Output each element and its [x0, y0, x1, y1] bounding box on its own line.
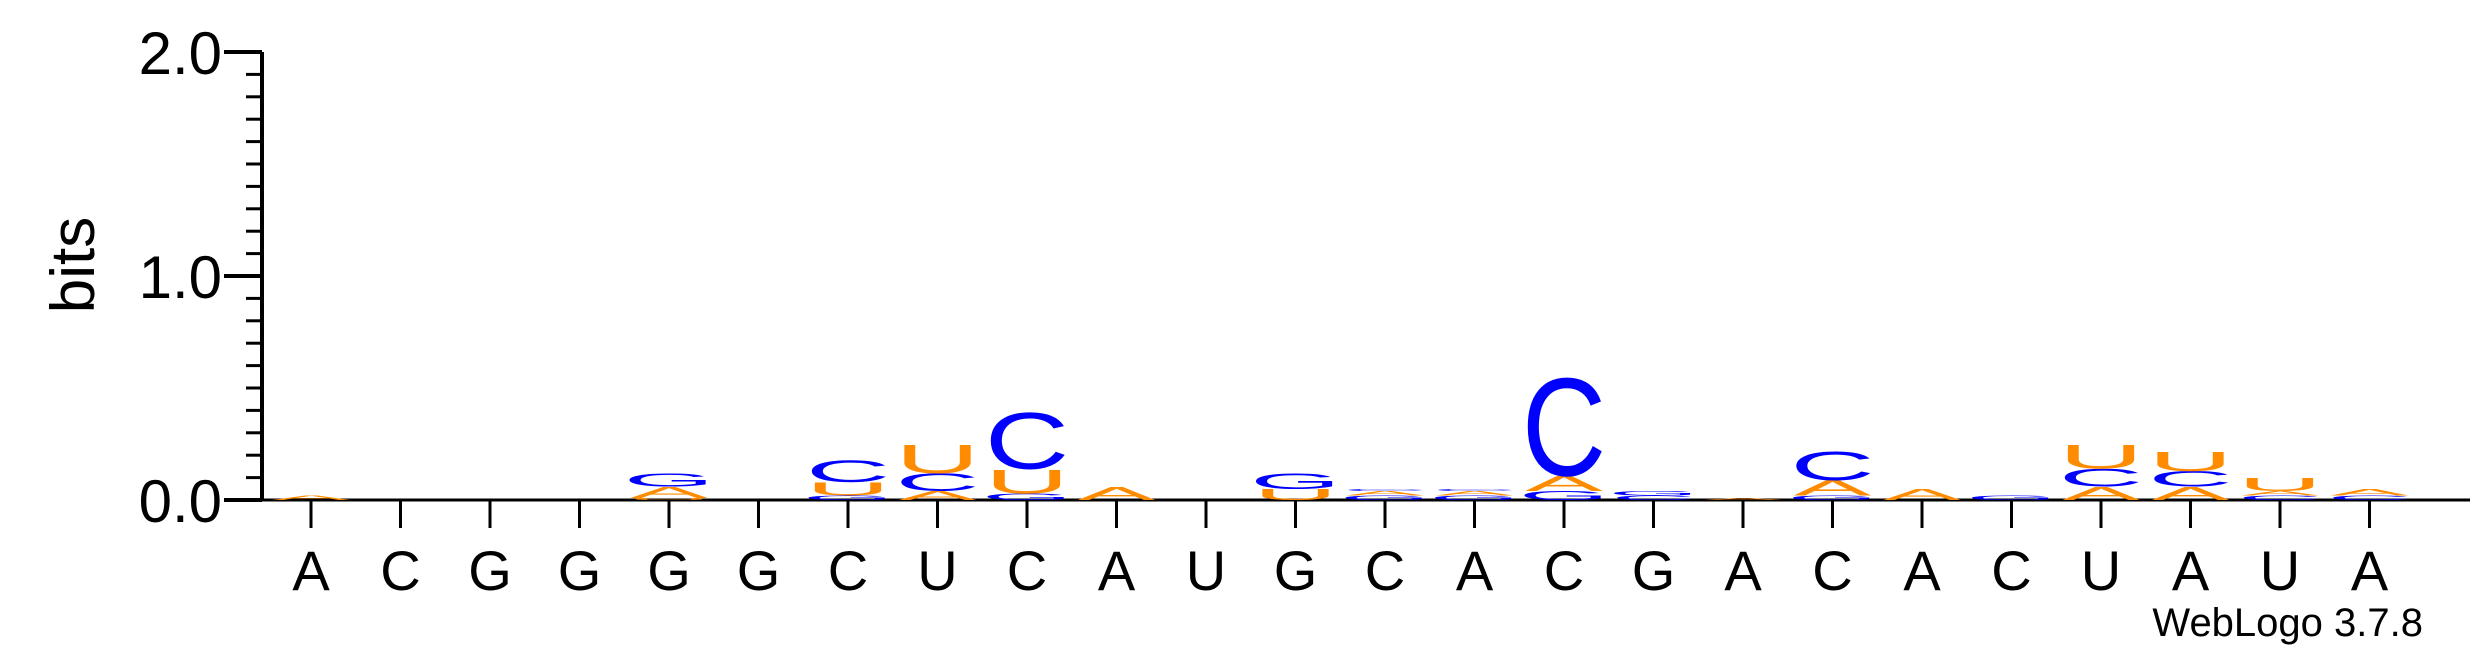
- x-tick-label: A: [2351, 539, 2389, 602]
- y-axis: 0.0 1.0 2.0: [139, 20, 264, 535]
- logo-stack: GAC: [1519, 349, 1610, 505]
- weblogo-version-label: WebLogo 3.7.8: [2152, 601, 2423, 645]
- x-tick-label: C: [380, 539, 420, 602]
- x-tick-label: A: [1903, 539, 1941, 602]
- logo-letter-c: C: [2238, 494, 2322, 501]
- logo-letter-a: A: [2152, 483, 2230, 504]
- logo-letter-a: A: [1525, 471, 1603, 495]
- logo-letter-a: A: [272, 494, 350, 501]
- y-tick-label: 2.0: [139, 20, 222, 87]
- logo-letter-u: U: [1253, 486, 1337, 503]
- x-tick-label: A: [2172, 539, 2210, 602]
- logo-stack: G: [1966, 494, 2057, 501]
- logo-letter-c: C: [1611, 494, 1695, 501]
- logo-letter-a: A: [1346, 490, 1424, 497]
- logo-letter-a: A: [2331, 487, 2410, 497]
- x-tick-label: G: [558, 539, 602, 602]
- x-tick-label: C: [1544, 539, 1584, 602]
- logo-letter-u: U: [2059, 438, 2143, 476]
- x-tick-label: C: [1991, 539, 2031, 602]
- logo-letter-g: G: [624, 470, 715, 491]
- logo-letter-g: G: [1429, 494, 1520, 501]
- logo-letter-a: A: [1794, 476, 1872, 500]
- x-tick-label: A: [292, 539, 330, 602]
- x-tick-label: C: [1365, 539, 1405, 602]
- logo-letter-g: G: [1519, 489, 1610, 503]
- logo-letter-a: A: [630, 484, 709, 501]
- logo-stack: CA: [2327, 487, 2411, 501]
- logo-letter-g: G: [982, 492, 1073, 502]
- logo-letter-a: A: [1078, 483, 1156, 504]
- x-tick-label: U: [2081, 539, 2121, 602]
- x-tick-label: A: [1456, 539, 1494, 602]
- logo-stack: UG: [1250, 469, 1341, 503]
- x-tick-label: G: [468, 539, 512, 602]
- x-tick-label: U: [1186, 539, 1226, 602]
- logo-letter-g: G: [1787, 494, 1878, 501]
- x-tick-label: G: [737, 539, 781, 602]
- logo-letter-c: C: [895, 469, 979, 497]
- logo-stack: GAC: [1429, 488, 1520, 501]
- logo-letter-g: G: [803, 494, 894, 501]
- logo-stack: GUC: [803, 454, 894, 501]
- logo-letter-u: U: [2238, 474, 2322, 495]
- logo-letter-a: A: [1704, 497, 1782, 500]
- logo-letter-c: C: [2059, 464, 2143, 492]
- logo-letter-a: A: [899, 489, 978, 503]
- logo-letter-u: U: [985, 463, 1069, 501]
- x-tick-label: G: [1632, 539, 1676, 602]
- logo-letter-c: C: [806, 454, 890, 489]
- x-tick-label: C: [828, 539, 868, 602]
- logo-letter-g: G: [1966, 494, 2057, 501]
- logo-letter-u: U: [806, 479, 890, 500]
- x-tick-label: A: [1098, 539, 1136, 602]
- logo-letter-c: C: [1343, 488, 1427, 491]
- logo-letter-g: G: [1250, 469, 1341, 493]
- x-tick-label: C: [1812, 539, 1852, 602]
- y-axis-title: bits: [39, 217, 108, 313]
- logo-letter-a: A: [1883, 486, 1962, 503]
- x-tick-label: U: [917, 539, 957, 602]
- logo-letter-c: C: [1790, 443, 1874, 488]
- logo-stack: ACU: [2148, 445, 2232, 504]
- logo-letter-c: C: [2327, 494, 2411, 501]
- logo-letter-u: U: [2148, 445, 2232, 476]
- logo-letter-a: A: [2241, 490, 2319, 497]
- logo-letter-g: G: [1608, 490, 1699, 497]
- logo-stack: UAG: [624, 470, 715, 502]
- x-tick-label: U: [2260, 539, 2300, 602]
- x-tick-label: G: [1274, 539, 1318, 602]
- logo-stack: ACU: [2059, 438, 2143, 504]
- logo-letter-c: C: [1522, 349, 1606, 505]
- logo-letter-c: C: [1432, 488, 1516, 491]
- logo-stack: A: [272, 494, 350, 501]
- x-tick-label: C: [1007, 539, 1047, 602]
- logo-letter-u: U: [627, 497, 711, 500]
- logo-letter-a: A: [1436, 490, 1514, 497]
- y-tick-label: 0.0: [139, 468, 222, 535]
- x-tick-label: A: [1724, 539, 1762, 602]
- logo-stack: ACU: [895, 437, 979, 503]
- y-tick-label: 1.0: [139, 244, 222, 311]
- logo-letter-c: C: [985, 396, 1069, 486]
- logo-stack: A: [1078, 483, 1156, 504]
- logo-letter-a: A: [2062, 483, 2140, 504]
- logo-stack: GAC: [1340, 488, 1431, 501]
- logo-stack: GAC: [1787, 443, 1878, 501]
- logo-stack: A: [1704, 497, 1782, 500]
- logo-letter-u: U: [895, 437, 979, 482]
- logo-stack: CAU: [2238, 474, 2322, 501]
- logo-letter-g: G: [1340, 494, 1431, 501]
- logo-letter-c: C: [2148, 467, 2232, 491]
- logo-stack: CG: [1608, 490, 1699, 501]
- x-tick-label: G: [647, 539, 691, 602]
- logo-stack: A: [1883, 486, 1962, 503]
- logo-stack: GUC: [982, 396, 1073, 502]
